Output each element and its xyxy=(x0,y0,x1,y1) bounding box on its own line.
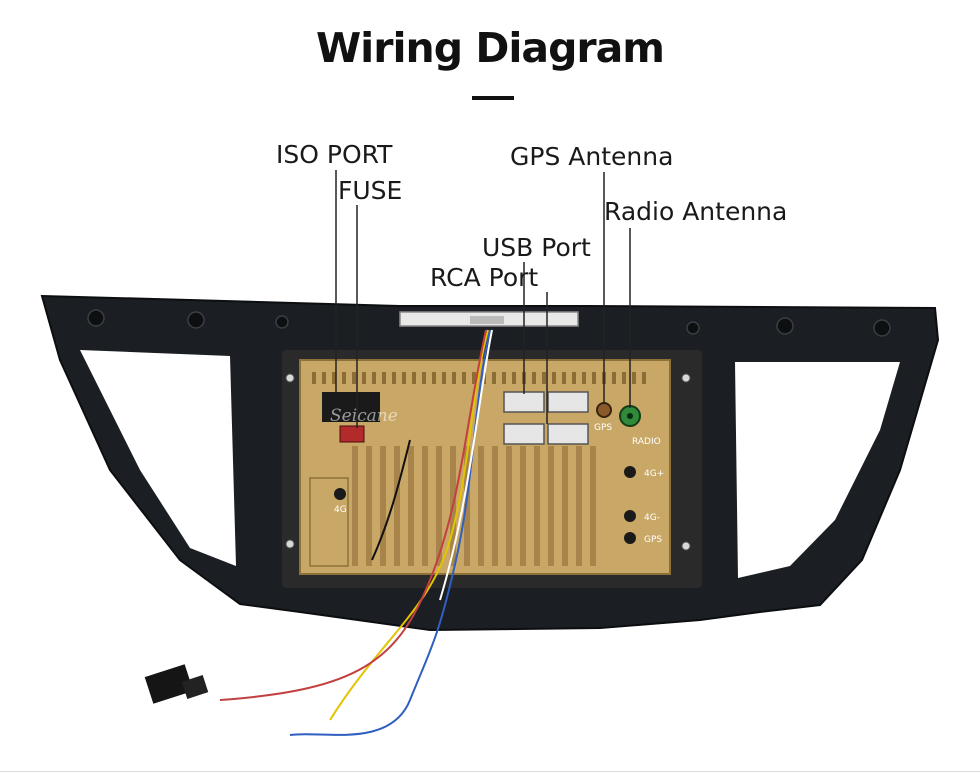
callout-iso-port: ISO PORT xyxy=(276,140,393,169)
callout-radio-antenna: Radio Antenna xyxy=(604,197,788,226)
4g-plus-label: 4G+ xyxy=(644,469,664,479)
left-vent-opening xyxy=(80,350,236,566)
4g-plus-port xyxy=(624,466,636,478)
4g-minus-port xyxy=(624,510,636,522)
gps-side-label: GPS xyxy=(644,535,662,545)
unit-screws xyxy=(285,373,691,551)
radio-jack-label: RADIO xyxy=(632,437,661,447)
footer-divider xyxy=(0,771,980,772)
callout-gps-antenna: GPS Antenna xyxy=(510,142,674,171)
gps-side-port xyxy=(624,532,636,544)
harness-connector xyxy=(144,664,209,704)
top-vent-row xyxy=(312,372,646,384)
title-underline xyxy=(472,96,514,100)
gps-jack-label: GPS xyxy=(594,423,612,433)
right-vent-opening xyxy=(735,362,900,578)
iso-port-block xyxy=(322,392,380,422)
radio-jack-pin xyxy=(627,413,633,419)
rca-port-block xyxy=(503,423,589,445)
4g-minus-label: 4G- xyxy=(644,513,660,523)
page-title: Wiring Diagram xyxy=(315,24,665,72)
gps-antenna-jack xyxy=(596,402,612,418)
brand-watermark: Seicane xyxy=(330,406,398,426)
bezel-screw-bosses xyxy=(87,309,891,337)
callout-leaders xyxy=(335,170,631,428)
callout-usb-port: USB Port xyxy=(482,233,591,262)
4g-left-label: 4G xyxy=(334,505,347,515)
wiring-harness xyxy=(219,329,493,736)
fuse-block xyxy=(339,425,365,443)
clip-slot xyxy=(470,316,504,324)
callout-fuse: FUSE xyxy=(338,176,403,205)
callout-rca-port: RCA Port xyxy=(430,263,539,292)
4g-left-port xyxy=(334,488,346,500)
usb-port-block xyxy=(503,391,589,413)
